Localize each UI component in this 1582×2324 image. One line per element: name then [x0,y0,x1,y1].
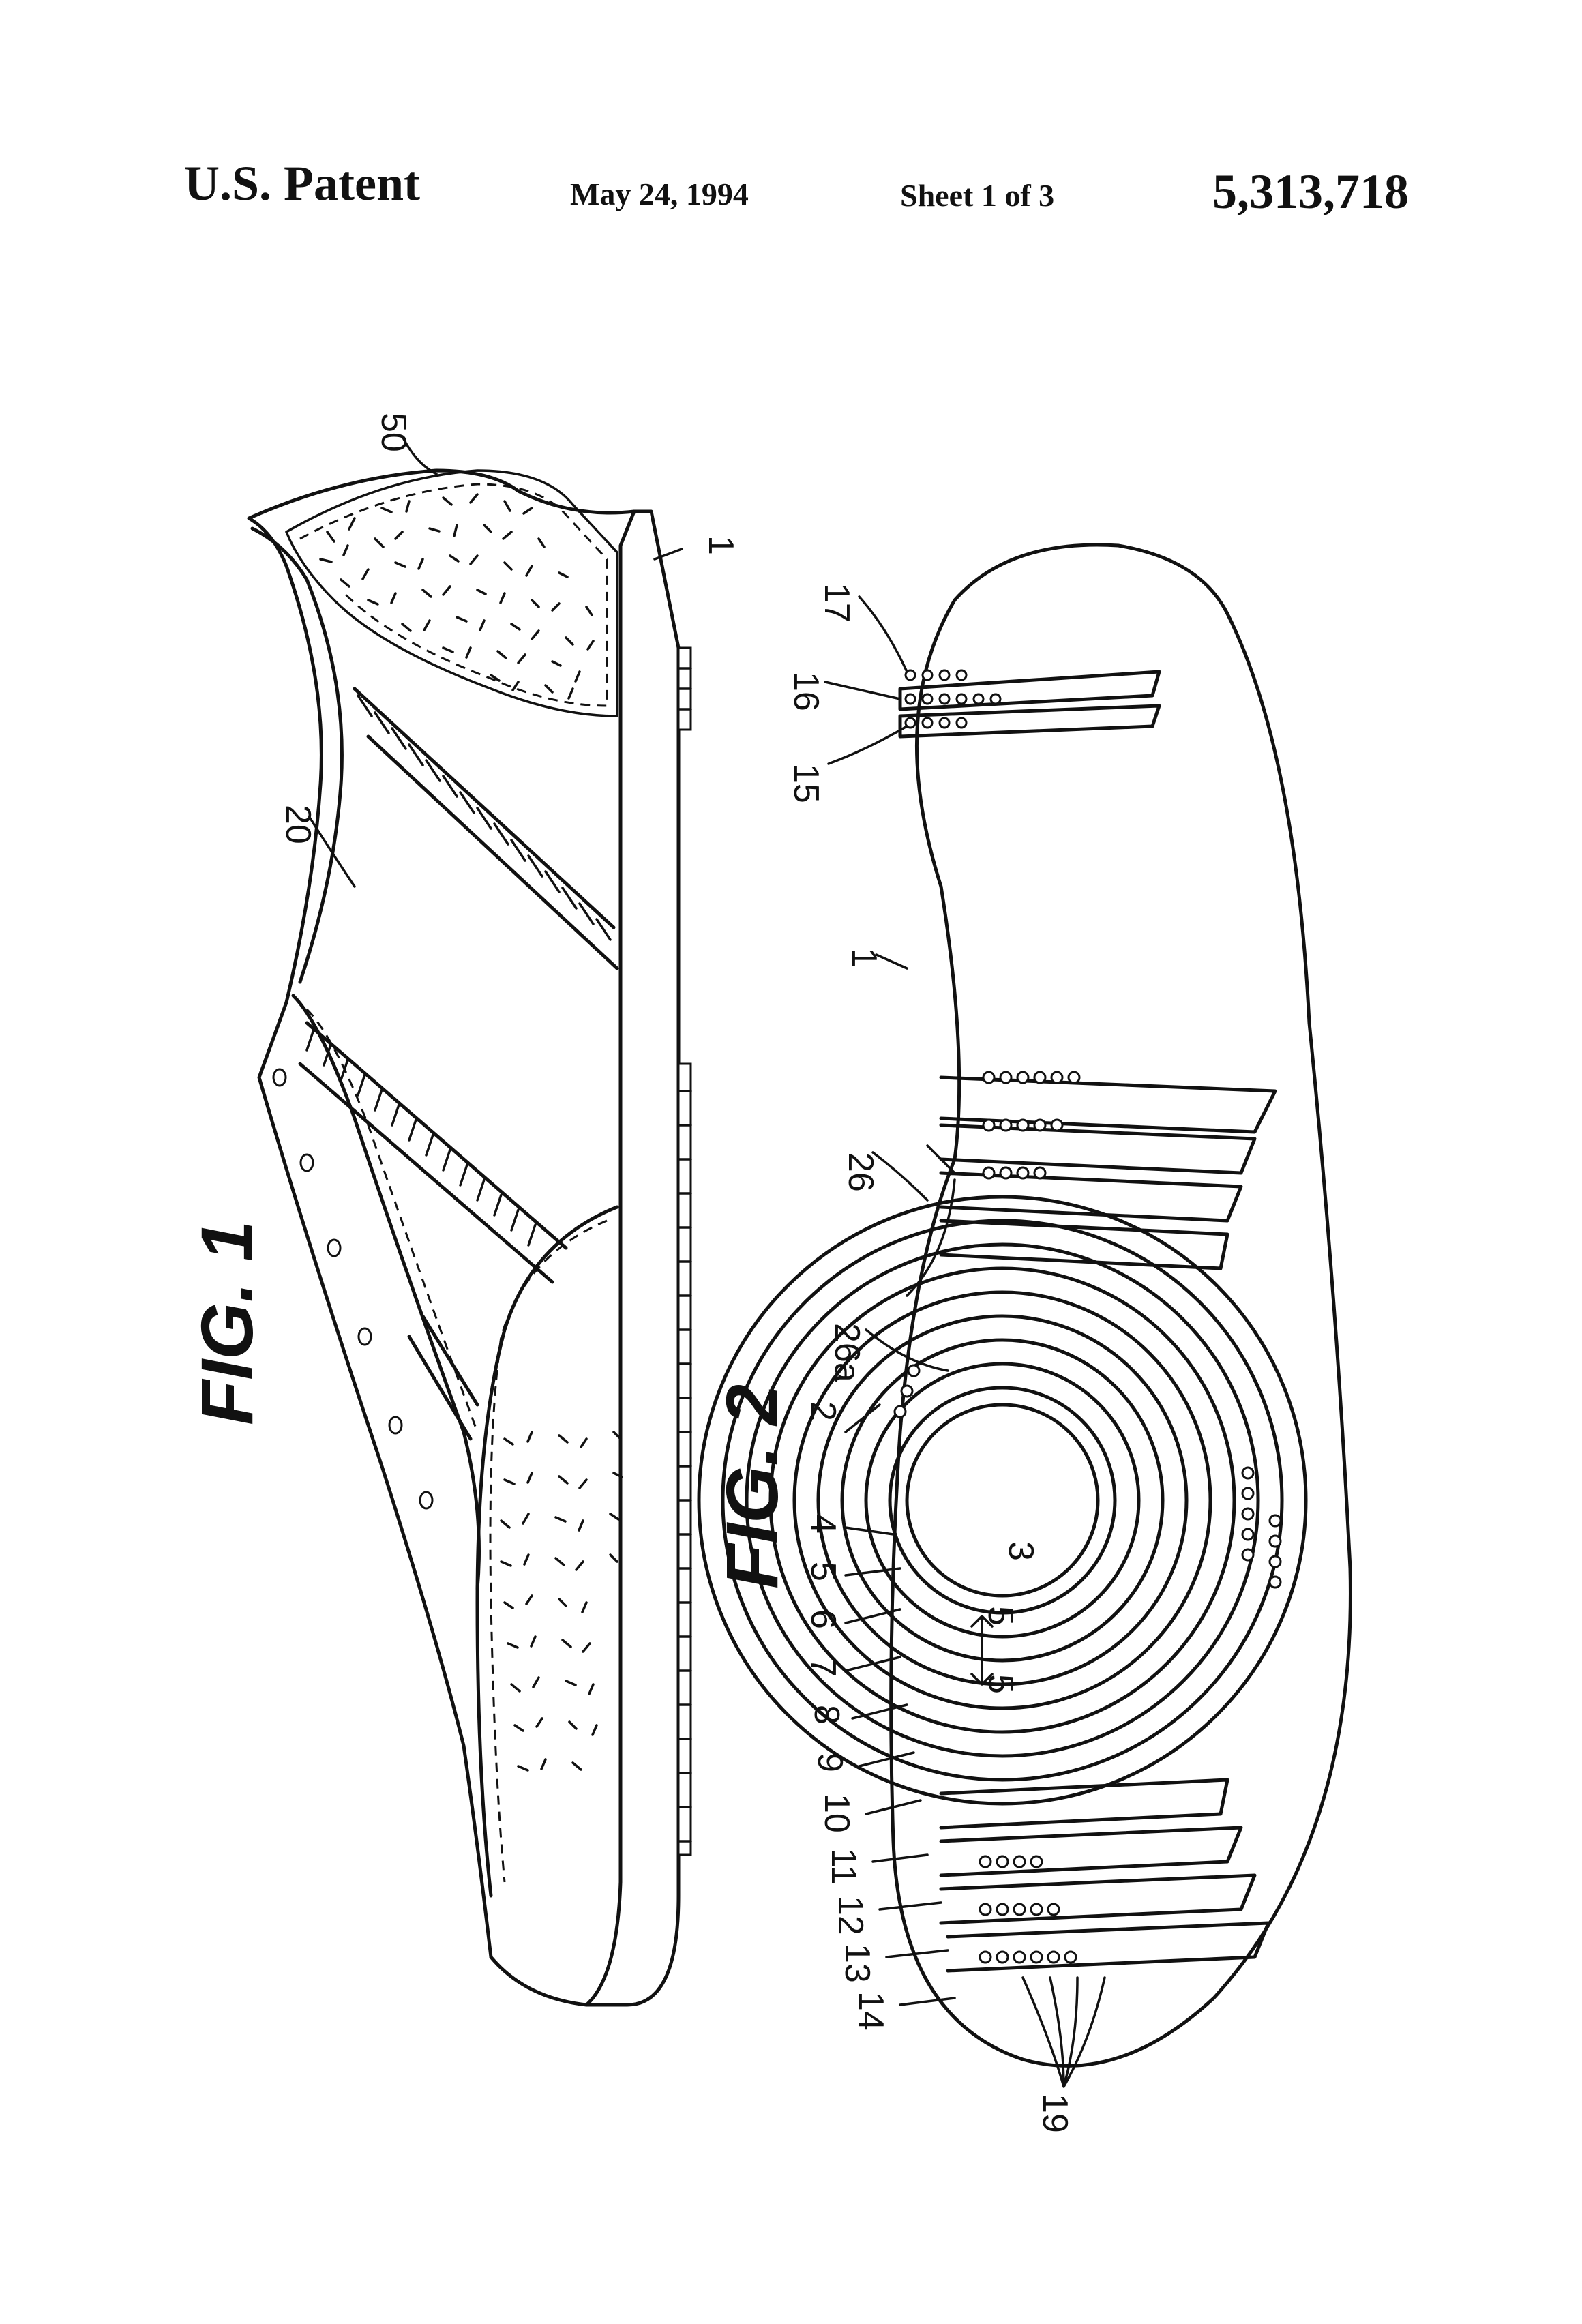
fig2-ref-5-dim-b: 5 [981,1674,1020,1694]
fig2-ref-5-dim-a: 5 [981,1606,1020,1626]
fig1-ref-1: 1 [701,535,741,555]
fig1-heel-texture [320,494,593,698]
fig1-stripe-rear-hatch [358,696,610,940]
fig1-sole-top-edge [586,511,634,2005]
fig2-insole-outline [891,545,1351,2066]
fig2-ref-1: 1 [844,948,884,968]
fig2-ref-13: 13 [837,1943,877,1983]
fig1-label: FIG. 1 [185,1221,268,1425]
fig2-ref-4: 4 [803,1514,843,1534]
fig1-ref-20: 20 [278,805,318,844]
fig1-toe-texture [501,1432,622,1770]
fig1-eyelets [273,1069,432,1508]
fig2-ref-3: 3 [1001,1541,1041,1561]
fig2-ref-10: 10 [817,1793,856,1833]
fig2-ref-8: 8 [807,1705,846,1725]
fig2-ref-11: 11 [824,1848,863,1885]
fig2-center-disc [907,1405,1098,1596]
fig1-eyelet [301,1154,313,1171]
fig1-upper-outline [249,471,634,1957]
fig1-toe-cap-outline [477,1207,617,1896]
fig2-arc-slots [941,1077,1275,1971]
fig1-shoe-side-view: 50 1 20 FIG. 1 [185,413,741,2005]
fig1-eyelet [328,1240,340,1256]
fig1-eyelet [389,1417,402,1433]
fig2-ref-17: 17 [817,583,856,623]
fig1-sole [491,511,678,2005]
fig2-ref-19: 19 [1035,2094,1075,2133]
fig2-ref-2: 2 [803,1401,843,1421]
fig2-toe-slots [900,670,1159,736]
fig2-ref-14: 14 [851,1991,891,2031]
fig2-ref-26: 26 [841,1152,880,1192]
fig2-ref-15: 15 [786,764,826,803]
fig2-ref-7: 7 [803,1657,843,1677]
fig1-stripe-mid-hatch [307,1030,535,1245]
fig1-eyelet-stay [293,996,479,1589]
fig1-eyelet-stay-stitch [307,1009,477,1432]
fig2-ref-9: 9 [810,1753,850,1772]
fig2-insole-plan-view: 17 16 15 1 26 26a 2 3 4 5 6 7 8 9 10 11 … [699,545,1350,2133]
fig1-ref-50: 50 [374,413,413,452]
fig2-ref-6: 6 [803,1609,843,1629]
fig2-label: FIG. 2 [711,1384,793,1589]
fig1-eyelet [359,1328,371,1345]
fig2-ref-5: 5 [803,1562,843,1581]
fig1-forefoot-cleat-strip [678,1064,691,1855]
fig2-ref-26a: 26a [827,1323,867,1382]
fig1-eyelet [420,1492,432,1508]
fig2-ref-12: 12 [831,1896,870,1935]
fig1-eyelet [273,1069,286,1086]
fig2-ref-16: 16 [786,672,826,711]
